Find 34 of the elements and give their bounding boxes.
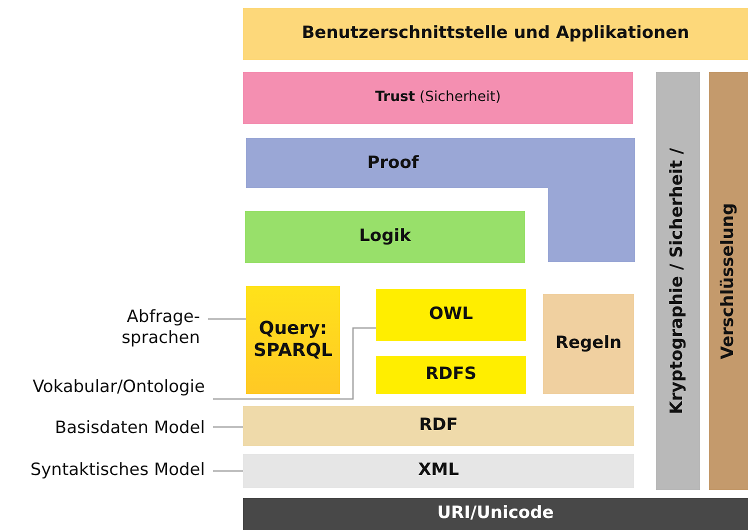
layer-bar	[709, 72, 748, 490]
layer-bar	[656, 72, 700, 490]
leader-line	[208, 318, 246, 320]
layer-label: Benutzerschnittstelle und Applikationen	[302, 23, 690, 45]
layer-box	[246, 286, 340, 394]
layer-label: Logik	[359, 226, 411, 248]
layer-label: RDF	[419, 415, 458, 437]
layer-label: Verschlüsselung	[718, 202, 739, 360]
layer-label: Proof	[367, 153, 419, 174]
layer-box	[243, 72, 633, 124]
layer-box	[376, 289, 526, 341]
label-text: Abfrage- sprachen	[120, 306, 200, 350]
layer-box	[543, 294, 634, 394]
layer-box	[243, 406, 634, 446]
layer-label: OWL	[428, 304, 474, 326]
label-text: Syntaktisches Model	[30, 460, 205, 482]
layer-box	[243, 454, 634, 488]
leader-line	[213, 327, 376, 400]
layer-label: RDFS	[425, 364, 477, 386]
label-text: Basisdaten Model	[54, 418, 205, 440]
layer-label: Query: SPARQL	[252, 318, 334, 362]
layer-label: URI/Unicode	[437, 503, 554, 525]
layer-box	[243, 498, 748, 530]
leader-line	[213, 470, 243, 472]
layer-shape	[246, 138, 635, 262]
layer-box	[376, 356, 526, 394]
layer-label: Kryptographie / Sicherheit /	[667, 148, 688, 414]
label-text: Vokabular/Ontologie	[32, 377, 205, 399]
layer-label: XML	[418, 460, 459, 482]
layer-label: Regeln	[555, 333, 622, 355]
layer-box	[243, 8, 748, 60]
layer-label: Trust (Sicherheit)	[375, 89, 501, 107]
layer-box	[245, 211, 525, 263]
leader-line	[213, 426, 243, 428]
